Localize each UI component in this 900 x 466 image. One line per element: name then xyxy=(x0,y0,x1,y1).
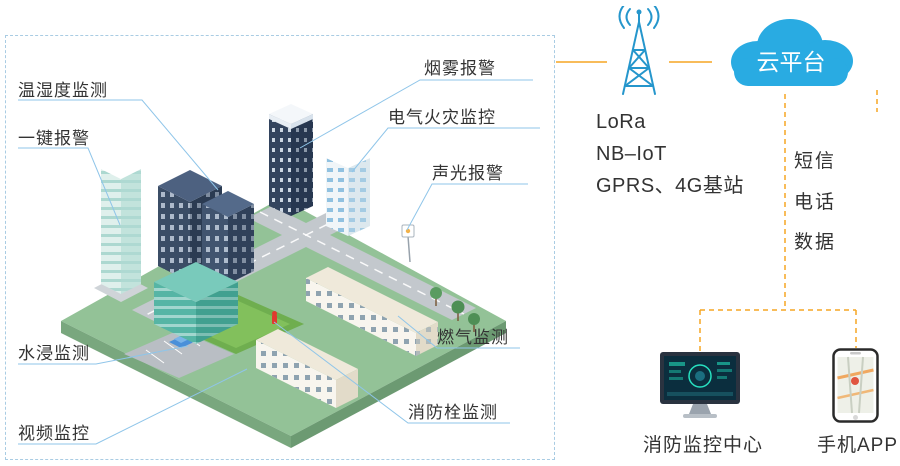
channel-phone: 电话 xyxy=(794,192,837,213)
label-hydrant-monitor: 消防栓监测 xyxy=(408,403,498,422)
cloud-icon: 云平台 xyxy=(708,6,868,106)
label-one-key-alarm: 一键报警 xyxy=(18,129,90,148)
network-line-lora: LoRa xyxy=(596,111,646,133)
fire-hydrant xyxy=(272,311,277,324)
building-teal-low xyxy=(154,262,238,344)
sound-light-device xyxy=(401,224,415,263)
label-gas-monitor: 燃气监测 xyxy=(437,328,509,347)
building-dark-tower xyxy=(269,104,313,216)
monitor-center-label: 消防监控中心 xyxy=(642,435,763,456)
network-line-nbiot: NB–IoT xyxy=(596,143,667,165)
label-video-monitor: 视频监控 xyxy=(18,424,90,443)
radio-tower-icon xyxy=(603,4,675,103)
map-pin-icon xyxy=(851,377,859,385)
building-teal-tower xyxy=(94,159,148,302)
label-electrical-fire: 电气火灾监控 xyxy=(388,108,496,127)
network-tech-list: LoRa NB–IoT GPRS、4G基站 xyxy=(596,106,744,202)
mobile-app-label: 手机APP xyxy=(816,435,899,456)
cloud-platform-label: 云平台 xyxy=(757,49,826,75)
monitor-icon xyxy=(655,352,745,427)
label-water-immersion: 水浸监测 xyxy=(18,344,90,363)
label-sound-light: 声光报警 xyxy=(432,164,504,183)
label-temp-humidity: 温湿度监测 xyxy=(18,81,108,100)
channel-sms: 短信 xyxy=(794,151,837,172)
smartphone-icon xyxy=(832,348,880,429)
channel-data: 数据 xyxy=(794,232,837,253)
building-white-tower xyxy=(326,148,370,236)
network-line-gprs: GPRS、4G基站 xyxy=(596,175,744,197)
label-smoke-alarm: 烟雾报警 xyxy=(424,59,496,78)
